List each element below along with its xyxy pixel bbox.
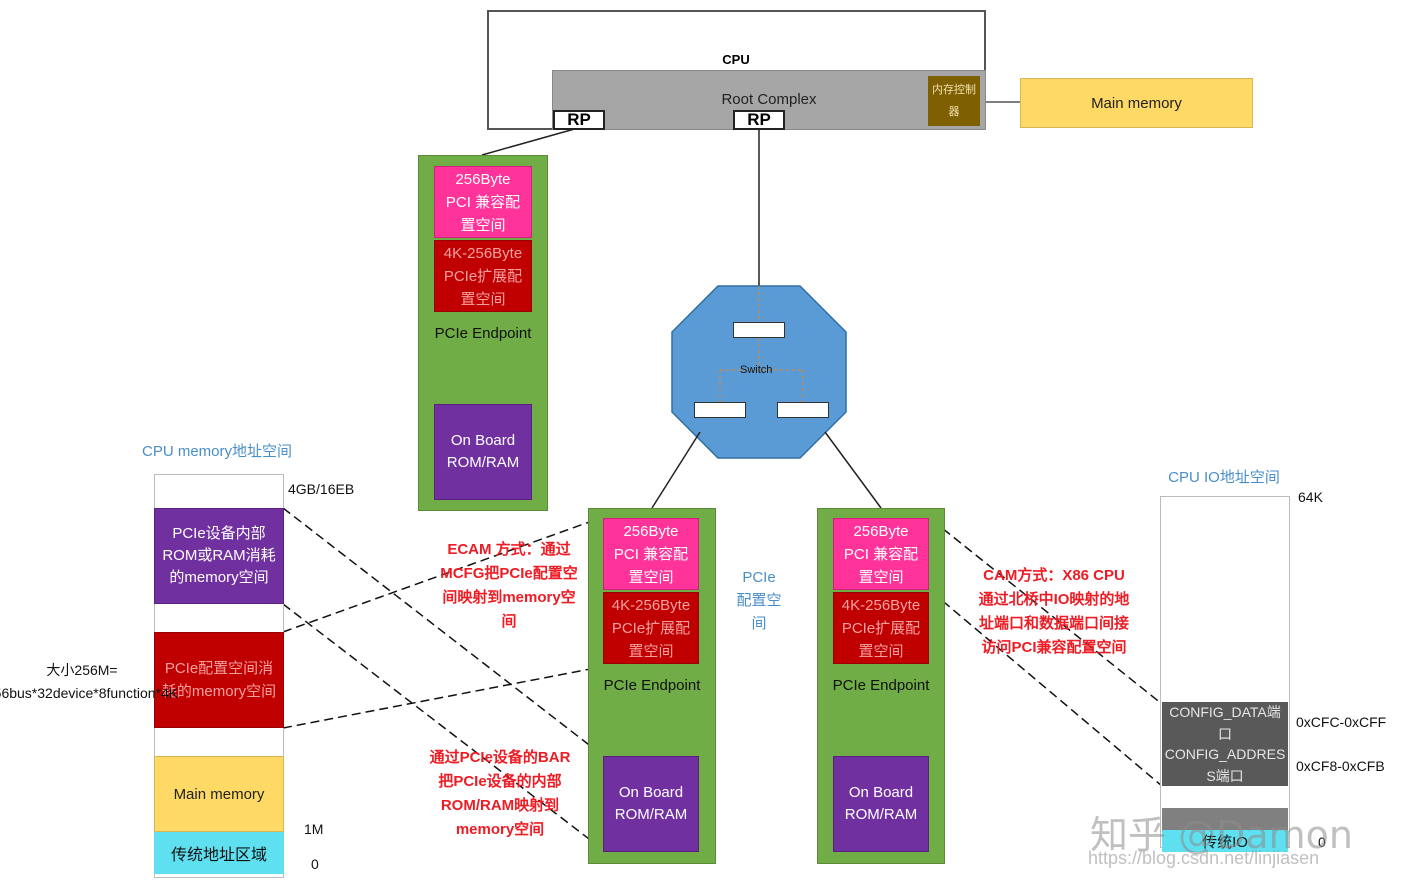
cpu-title: CPU — [722, 51, 750, 67]
endpoint-top-label: PCIe Endpoint — [434, 324, 532, 342]
memory-0-label: 0 — [311, 856, 319, 872]
root-port-right: RP — [733, 110, 785, 130]
link-switch-mid-endpoint — [651, 431, 701, 509]
io-separator-gray — [1162, 808, 1288, 830]
memory-config-region: PCIe配置空间消耗的memory空间 — [154, 632, 284, 728]
io-top-label: 64K — [1298, 489, 1323, 505]
memory-size-note: 大小256M= 256bus*32device*8function*4K — [0, 662, 179, 701]
memory-rom-ram-region: PCIe设备内部ROM或RAM消耗的memory空间 — [154, 508, 284, 604]
switch-downstream-port-left — [694, 402, 746, 418]
io-config-address-port: CONFIG_ADDRESS端口 — [1162, 744, 1288, 786]
switch-upstream-port — [733, 322, 785, 338]
endpoint-right-pcie-ext-config: 4K-256Byte PCIe扩展配置空间 — [833, 592, 929, 664]
link-rp-left-endpoint — [481, 127, 579, 156]
switch-downstream-port-right — [777, 402, 829, 418]
memory-space-title: CPU memory地址空间 — [142, 442, 293, 460]
annotation-bar: 通过PCIe设备的BAR把PCIe设备的内部ROM/RAM映射到memory空间 — [429, 749, 571, 838]
switch-label: Switch — [740, 364, 773, 376]
io-legacy-region: 传统IO — [1162, 830, 1288, 852]
memory-1m-label: 1M — [304, 821, 324, 837]
annotation-ecam: ECAM 方式：通过MCFG把PCIe配置空间映射到memory空间 — [440, 541, 578, 630]
link-switch-right-endpoint — [824, 431, 882, 509]
annotation-cam: CAM方式：X86 CPU通过北桥中IO映射的地址端口和数据端口间接访问PCI兼… — [978, 567, 1130, 656]
endpoint-mid-pcie-ext-config: 4K-256Byte PCIe扩展配置空间 — [603, 592, 699, 664]
endpoint-mid-pci-config: 256Byte PCI 兼容配置空间 — [603, 518, 699, 590]
endpoint-right-onboard-rom-ram: On Board ROM/RAM — [833, 756, 929, 852]
io-space-column — [1160, 496, 1290, 848]
endpoint-top-pcie-ext-config: 4K-256Byte PCIe扩展配置空间 — [434, 240, 532, 312]
watermark-brand: 知乎 @Damon — [1090, 813, 1353, 857]
io-0-label: 0 — [1318, 834, 1326, 850]
io-config-address-range: 0xCF8-0xCFB — [1296, 758, 1385, 774]
endpoint-top-onboard-rom-ram: On Board ROM/RAM — [434, 404, 532, 500]
memory-main-memory-region: Main memory — [154, 756, 284, 832]
memory-controller: 内存控制器 — [928, 76, 980, 126]
endpoint-mid-onboard-rom-ram: On Board ROM/RAM — [603, 756, 699, 852]
pcie-config-space-label: PCIe 配置空间 — [736, 568, 782, 632]
io-config-data-range: 0xCFC-0xCFF — [1296, 714, 1387, 730]
io-space-title: CPU IO地址空间 — [1168, 468, 1280, 486]
root-complex-label: Root Complex — [721, 90, 817, 108]
endpoint-right-pci-config: 256Byte PCI 兼容配置空间 — [833, 518, 929, 590]
main-memory-block: Main memory — [1020, 78, 1253, 128]
endpoint-top-pci-config: 256Byte PCI 兼容配置空间 — [434, 166, 532, 238]
watermark-url: https://blog.csdn.net/linjiasen — [1088, 848, 1320, 868]
root-port-left: RP — [553, 110, 605, 130]
endpoint-right-label: PCIe Endpoint — [832, 676, 930, 694]
memory-legacy-region: 传统地址区域 — [154, 832, 284, 874]
memory-top-label: 4GB/16EB — [288, 481, 355, 497]
endpoint-mid-label: PCIe Endpoint — [603, 676, 701, 694]
io-config-data-port: CONFIG_DATA端口 — [1162, 702, 1288, 744]
